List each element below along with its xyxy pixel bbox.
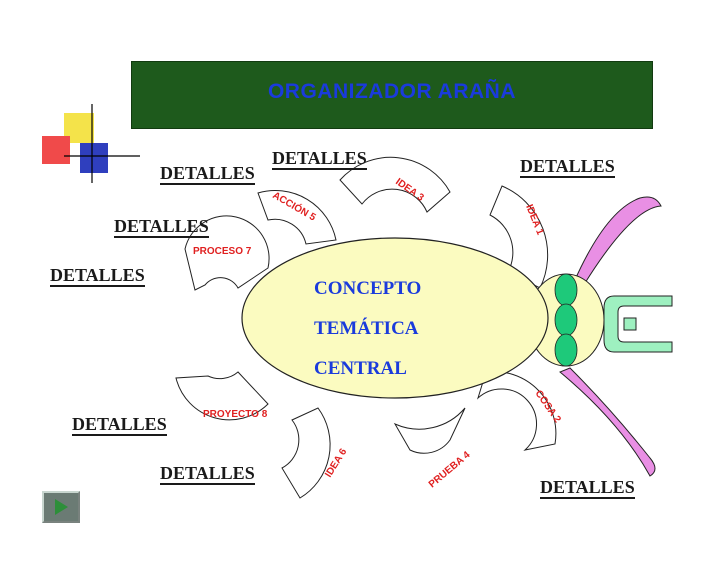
eye-middle (554, 303, 578, 337)
page-title: ORGANIZADOR ARAÑA (267, 80, 517, 103)
segment-proceso-7-shape (184, 215, 270, 291)
detail-label-top-center: DETALLES (272, 148, 367, 170)
antenna-bottom (559, 367, 656, 477)
segment-accion-5-shape (257, 190, 337, 245)
detail-label-top-right: DETALLES (520, 156, 615, 178)
detail-label-lower-left: DETALLES (72, 414, 167, 436)
segment-proyecto-8-shape (175, 371, 269, 421)
segment-prueba-4-label: PRUEBA 4 (427, 449, 473, 490)
segment-idea-6-shape (281, 407, 331, 499)
detail-label-bottom-left: DETALLES (160, 463, 255, 485)
pincer (603, 295, 673, 353)
detail-label-top-left: DETALLES (160, 163, 255, 185)
segment-proyecto-8-label: PROYECTO 8 (203, 409, 268, 420)
antenna-top (573, 196, 662, 284)
center-concept-line2: TEMÁTICA (314, 318, 419, 339)
center-concept-line3: CENTRAL (314, 358, 407, 379)
segment-prueba-4-shape (393, 407, 466, 454)
pincer-tooth (623, 317, 637, 331)
segment-idea-3-shape (339, 156, 451, 213)
central-body (241, 237, 549, 399)
title-bar: ORGANIZADOR ARAÑA (131, 61, 653, 129)
detail-label-left: DETALLES (50, 265, 145, 287)
eye-top (554, 273, 578, 307)
detail-label-upper-left: DETALLES (114, 216, 209, 238)
eye-bottom (554, 333, 578, 367)
segment-cosa-2-shape (476, 371, 557, 451)
play-icon (55, 499, 68, 515)
center-concept-line1: CONCEPTO (314, 278, 422, 299)
detail-label-bottom-right: DETALLES (540, 477, 635, 499)
segment-proceso-7-label: PROCESO 7 (193, 246, 252, 257)
next-slide-button[interactable] (42, 491, 80, 523)
